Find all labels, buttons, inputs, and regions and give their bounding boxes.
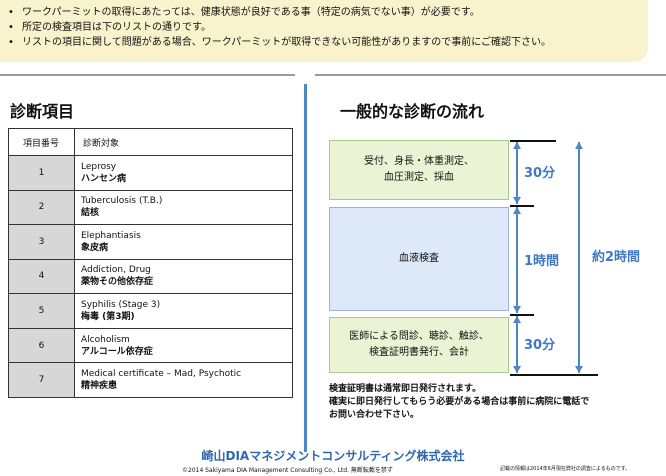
note-line: 確実に即日発行してもらう必要がある場合は事前に病院に電話で [329, 397, 590, 407]
notice-box: ワークパーミットの取得にあたっては、健康状態が良好である事（特定の病気でない事）… [0, 0, 648, 62]
target-en: Elephantiasis [81, 230, 141, 241]
flow-step-reception: 受付、身長・体重測定、血圧測定、採血 [329, 140, 509, 200]
footnote: 記載の情報は2014年6月現在弊社の調査によるものです。 [500, 466, 631, 472]
notice-item: 所定の検査項目は下のリストの通りです。 [8, 20, 648, 35]
target-jp: 梅毒 (第3期) [81, 312, 135, 323]
flow-step-blood-test: 血液検査 [329, 207, 509, 311]
target-en: Addiction, Drug [81, 265, 151, 276]
row-number: 3 [8, 224, 75, 260]
arrow-up-icon [513, 142, 521, 149]
step-text: 医師による問診、聴診、触診、 [349, 331, 489, 342]
row-number: 1 [8, 155, 75, 191]
target-en: Alcoholism [81, 334, 130, 345]
certificate-note: 検査証明書は通常即日発行されます。 確実に即日発行してもらう必要がある場合は事前… [329, 383, 659, 422]
arrow-up-icon [513, 207, 521, 214]
timeline-tick [510, 314, 534, 316]
note-line: お問い合わせ下さい。 [329, 410, 420, 420]
target-jp: 結核 [81, 208, 100, 219]
total-duration-line [578, 142, 580, 373]
arrow-down-icon [513, 366, 521, 373]
table-row: 5 Syphilis (Stage 3)梅毒 (第3期) [8, 293, 293, 329]
target-en: Leprosy [81, 161, 117, 172]
arrow-down-icon [575, 366, 583, 373]
note-line: 検査証明書は通常即日発行されます。 [329, 384, 482, 394]
target-jp: 精神疾患 [81, 381, 118, 392]
copyright: ©2014 Sakiyama DIA Management Consulting… [182, 467, 393, 474]
row-number: 5 [8, 293, 75, 329]
duration-label-step2: 1時間 [524, 254, 560, 269]
target-jp: 象皮病 [81, 242, 109, 253]
row-number: 4 [8, 258, 75, 295]
notice-item: リストの項目に関して問題がある場合、ワークパーミットが取得できない可能性がありま… [8, 35, 648, 50]
row-number: 6 [8, 327, 75, 364]
step-text: 検査証明書発行、会計 [368, 347, 469, 358]
timeline-tick [510, 140, 556, 142]
duration-line [516, 316, 518, 373]
row-target: Tuberculosis (T.B.)結核 [74, 189, 293, 226]
step-text: 血液検査 [399, 253, 439, 264]
target-en: Medical certificate – Mad, Psychotic [81, 369, 242, 380]
duration-label-total: 約2時間 [592, 250, 641, 265]
step-text: 受付、身長・体重測定、 [364, 156, 474, 167]
column-header-target: 診断対象 [74, 128, 293, 156]
target-en: Tuberculosis (T.B.) [81, 196, 163, 207]
target-jp: 薬物その他依存症 [81, 277, 154, 288]
vertical-divider [304, 84, 307, 452]
duration-label-step3: 30分 [524, 338, 556, 353]
row-number: 7 [8, 362, 75, 398]
row-number: 2 [8, 189, 75, 226]
timeline-tick [510, 205, 534, 207]
target-en: Syphilis (Stage 3) [81, 300, 161, 311]
arrow-up-icon [575, 142, 583, 149]
duration-label-step1: 30分 [524, 166, 556, 181]
table-header-row: 項目番号 診断対象 [8, 128, 293, 156]
divider-left [0, 74, 295, 76]
timeline-tick [510, 374, 598, 376]
section-title-diagnosis-items: 診断項目 [10, 102, 75, 121]
target-jp: ハンセン病 [81, 173, 127, 184]
step-text: 血圧測定、採血 [384, 172, 454, 183]
duration-line [516, 207, 518, 313]
arrow-down-icon [513, 306, 521, 313]
column-header-number: 項目番号 [8, 128, 75, 156]
arrow-down-icon [513, 197, 521, 204]
flow-step-consultation: 医師による問診、聴診、触診、検査証明書発行、会計 [329, 317, 509, 373]
table-row: 2 Tuberculosis (T.B.)結核 [8, 189, 293, 226]
arrow-up-icon [513, 316, 521, 323]
company-name: 崎山DIAマネジメントコンサルティング株式会社 [201, 449, 465, 463]
notice-item: ワークパーミットの取得にあたっては、健康状態が良好である事（特定の病気でない事）… [8, 5, 648, 20]
target-jp: アルコール依存症 [81, 346, 153, 357]
row-target: Syphilis (Stage 3)梅毒 (第3期) [74, 293, 293, 329]
section-title-diagnosis-flow: 一般的な診断の流れ [340, 102, 485, 121]
duration-line [516, 142, 518, 204]
divider-right [315, 74, 666, 76]
